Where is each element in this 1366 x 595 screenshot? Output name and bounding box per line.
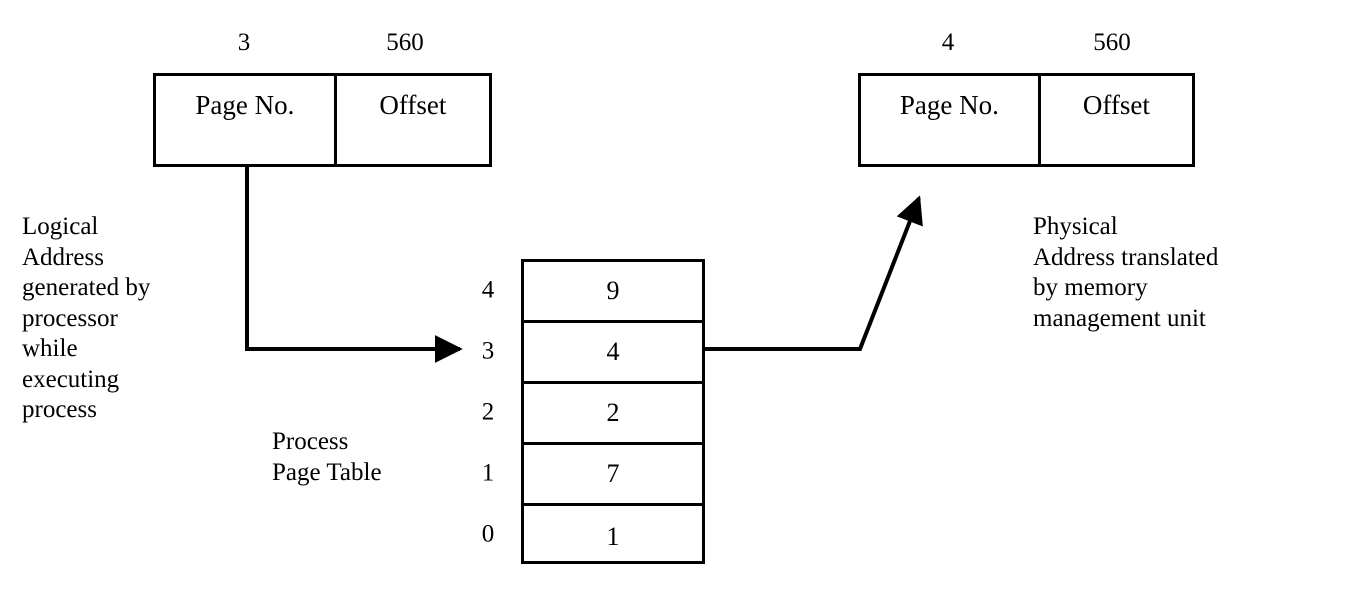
- page-table-index-0: 0: [481, 520, 495, 548]
- page-table-index-2: 2: [481, 398, 495, 426]
- physical-address-annotation: Physical Address translated by memory ma…: [1033, 213, 1219, 332]
- physical-page-number-value: 4: [941, 29, 955, 56]
- physical-address-offset-cell: Offset: [1082, 90, 1150, 120]
- logical-to-pagetable-connector: [245, 167, 463, 363]
- page-table-row: 9: [524, 262, 702, 323]
- physical-address-page-no-cell: Page No.: [861, 76, 1041, 164]
- page-table-index-1: 1: [481, 459, 495, 487]
- logical-address-page-no-cell: Page No.: [156, 76, 337, 164]
- logical-address-annotation: Logical Address generated by processor w…: [22, 213, 151, 423]
- physical-address-box: Page No. Offset: [858, 73, 1195, 167]
- physical-offset-value: 560: [1093, 29, 1131, 56]
- page-table-index-4: 4: [481, 276, 495, 304]
- page-table-row: 4: [524, 323, 702, 384]
- logical-address-offset-cell: Offset: [379, 90, 447, 120]
- process-page-table: 9 4 2 7 1: [521, 259, 705, 564]
- logical-address-box: Page No. Offset: [153, 73, 492, 167]
- page-table-caption: Process Page Table: [272, 428, 382, 486]
- page-table-index-3: 3: [481, 337, 495, 365]
- logical-page-number-value: 3: [237, 29, 251, 56]
- page-table-row: 7: [524, 445, 702, 506]
- logical-offset-value: 560: [386, 29, 424, 56]
- page-table-row: 1: [606, 521, 620, 551]
- page-table-row: 2: [524, 384, 702, 445]
